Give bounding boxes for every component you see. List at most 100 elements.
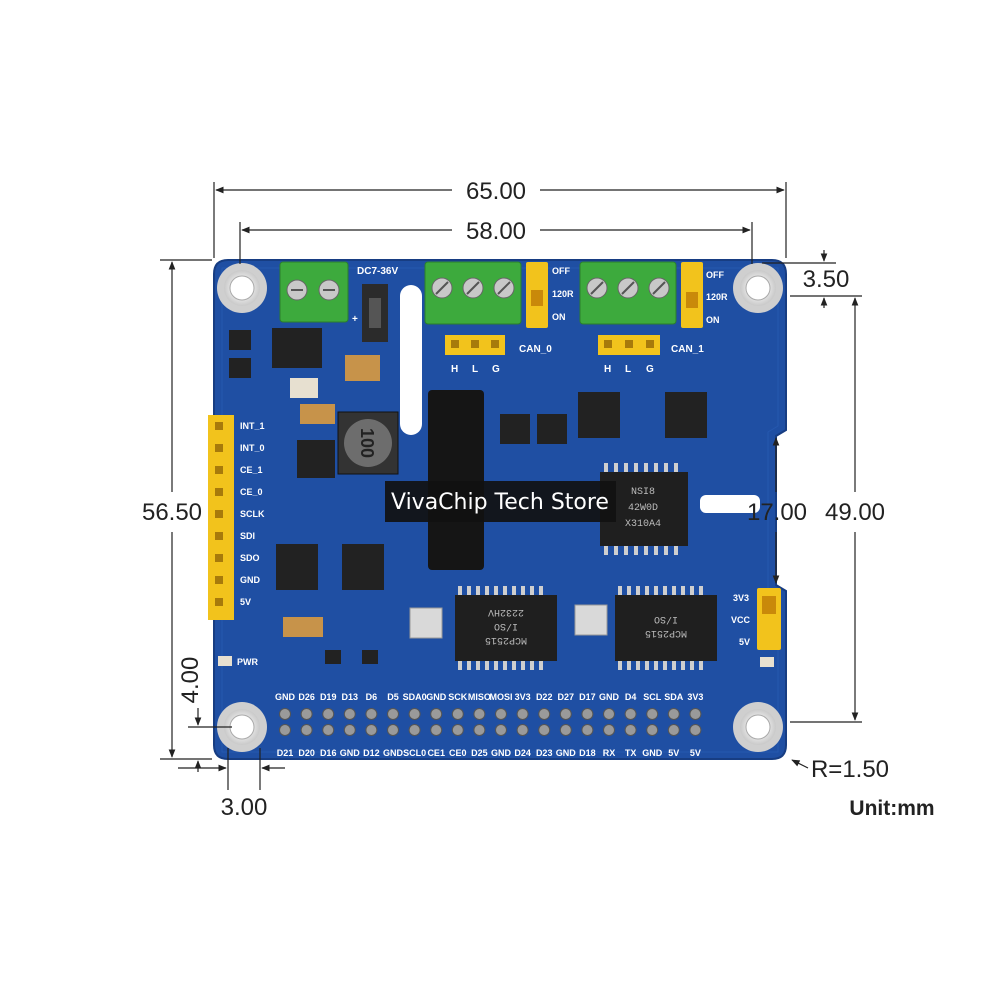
can0-l-label: L <box>472 364 478 375</box>
gpio-pin <box>408 724 421 736</box>
watermark-text: VivaChip Tech Store <box>391 490 609 515</box>
iso-chip-line-3: X310A4 <box>625 519 661 530</box>
dim-edge-offset-top: 3.50 <box>803 266 850 293</box>
gpio-top-label: D5 <box>387 692 399 702</box>
can1-label: CAN_1 <box>671 344 704 355</box>
gpio-pin <box>451 724 464 736</box>
dim-hole-offset-x: 3.00 <box>221 794 268 821</box>
gpio-top-label: D6 <box>366 692 378 702</box>
mounting-hole-bottom-right <box>733 702 783 752</box>
gpio-top-label: GND <box>426 692 447 702</box>
mcp-a-line-2: I/SO <box>494 620 518 632</box>
mounting-hole-top-right <box>733 263 783 313</box>
mcp-a-line-1: MCP2515 <box>485 634 527 645</box>
dim-hole-spacing-y: 49.00 <box>825 499 885 526</box>
dim-board-width: 65.00 <box>466 178 526 205</box>
gpio-top-label: 3V3 <box>515 692 531 702</box>
can1-terminal-block <box>579 261 677 325</box>
gpio-pin <box>473 708 486 720</box>
gpio-pin <box>516 708 529 720</box>
gpio-top-label: D22 <box>536 692 553 702</box>
gpio-bottom-label: D25 <box>471 748 488 758</box>
mounting-hole-bottom-left <box>217 702 267 752</box>
hdr-label-8: 5V <box>240 597 251 607</box>
mcp-b-line-1: MCP2515 <box>645 627 687 638</box>
can1-hlg-header <box>598 335 660 355</box>
gpio-pin <box>538 708 551 720</box>
dim-corner-radius: R=1.50 <box>811 756 889 783</box>
gpio-pin <box>624 708 637 720</box>
gpio-pin <box>689 708 702 720</box>
gpio-pin <box>343 724 356 736</box>
gpio-bottom-label: RX <box>603 748 616 758</box>
hdr-label-3: CE_0 <box>240 487 263 497</box>
power-plus-label: + <box>352 314 358 325</box>
iso-chip-line-1: NSI8 <box>631 487 655 498</box>
gpio-bottom-label: GND <box>642 748 663 758</box>
can0-120r-jumper <box>526 262 548 328</box>
gpio-bottom-label: D20 <box>298 748 315 758</box>
gpio-top-label: D26 <box>298 692 315 702</box>
gpio-pin <box>279 708 291 720</box>
gpio-pin <box>495 708 507 720</box>
gpio-pin <box>408 708 421 720</box>
gpio-pin <box>451 708 464 720</box>
gpio-bottom-label: D23 <box>536 748 553 758</box>
mcp-a-line-3: 2232HV <box>488 606 524 617</box>
inductor-label: 100 <box>357 428 377 458</box>
gpio-pin <box>646 724 659 736</box>
spi-pin-header <box>208 415 234 620</box>
vj-3v3-label: 3V3 <box>733 593 749 603</box>
hdr-label-5: SDI <box>240 531 255 541</box>
gpio-top-label: D13 <box>342 692 359 702</box>
gpio-pin <box>322 724 335 736</box>
unit-label: Unit:mm <box>849 797 934 820</box>
silkscreen-labels: DC7-36V + CAN_0 CAN_1 H L G H L G OFF 12… <box>237 266 751 667</box>
dim-board-height: 56.50 <box>142 499 202 526</box>
can1-h-label: H <box>604 364 611 375</box>
gpio-top-label: SCL <box>643 692 662 702</box>
can1-l-label: L <box>625 364 631 375</box>
left-header-labels: INT_1 INT_0 CE_1 CE_0 SCLK SDI SDO GND 5… <box>240 421 265 607</box>
power-terminal-block <box>279 261 349 323</box>
power-input-label: DC7-36V <box>357 266 398 277</box>
gpio-pin <box>667 708 680 720</box>
gpio-pin <box>365 708 378 720</box>
gpio-pin <box>430 724 443 736</box>
mounting-hole-top-left <box>217 263 267 313</box>
gpio-bottom-label: GND <box>491 748 512 758</box>
hdr-label-0: INT_1 <box>240 421 265 431</box>
dim-hole-offset-y: 4.00 <box>177 657 204 704</box>
gpio-top-label: D4 <box>625 692 637 702</box>
gpio-bottom-label: TX <box>625 748 637 758</box>
gpio-pin <box>603 708 615 720</box>
gpio-top-label: SDA <box>664 692 684 702</box>
gpio-bottom-label: 5V <box>690 748 701 758</box>
chip-markings: NSI8 42W0D X310A4 MCP2515 I/SO 2232HV MC… <box>485 487 687 645</box>
dimension-labels: 65.00 58.00 56.50 49.00 3.50 17.00 4.00 … <box>142 178 935 821</box>
gpio-pin <box>387 708 399 720</box>
gpio-top-label: 3V3 <box>687 692 703 702</box>
mcp2515-chip-a <box>455 595 557 661</box>
gpio-bottom-label: D24 <box>514 748 531 758</box>
can1-on-label: ON <box>706 315 720 325</box>
gpio-pin <box>624 724 637 736</box>
vj-vcc-label: VCC <box>731 615 751 625</box>
gpio-bottom-label: D16 <box>320 748 337 758</box>
can1-120r-jumper <box>681 262 703 328</box>
gpio-bottom-label: GND <box>556 748 577 758</box>
pcb-slot <box>400 285 422 435</box>
iso-chip-line-2: 42W0D <box>628 503 658 514</box>
gpio-top-label: MOSI <box>489 692 512 702</box>
gpio-pin <box>279 724 291 736</box>
gpio-pin <box>300 724 313 736</box>
gpio-header-pins <box>279 708 702 736</box>
voltage-select-jumper <box>757 588 781 650</box>
gpio-pin <box>603 724 615 736</box>
vj-5v-label: 5V <box>739 637 750 647</box>
gpio-bottom-label: D21 <box>277 748 294 758</box>
gpio-top-label: D19 <box>320 692 337 702</box>
